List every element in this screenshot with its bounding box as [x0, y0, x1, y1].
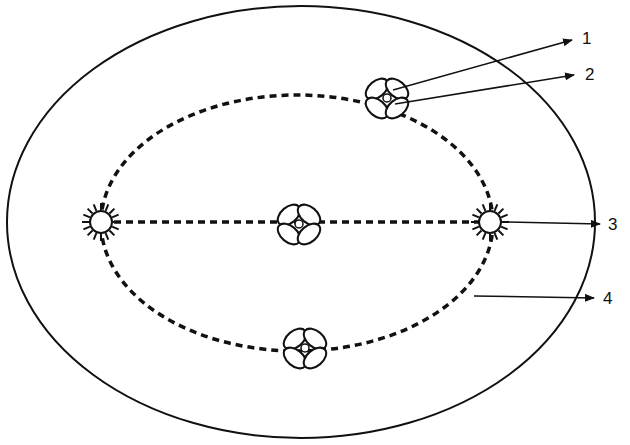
callout-number: 4	[603, 290, 612, 307]
chromosome	[362, 75, 412, 123]
callout-number: 2	[585, 66, 594, 83]
callout-number: 1	[582, 30, 591, 47]
centriole-aster	[82, 203, 120, 241]
callout-number: 3	[608, 216, 617, 233]
spindle-fibre	[101, 95, 493, 351]
leader-line	[395, 75, 574, 104]
leader-line	[504, 222, 600, 224]
chromosome	[280, 325, 330, 373]
centriole-aster	[471, 203, 509, 241]
leader-line	[474, 296, 594, 298]
leader-line	[393, 40, 572, 90]
chromosome	[274, 201, 324, 249]
